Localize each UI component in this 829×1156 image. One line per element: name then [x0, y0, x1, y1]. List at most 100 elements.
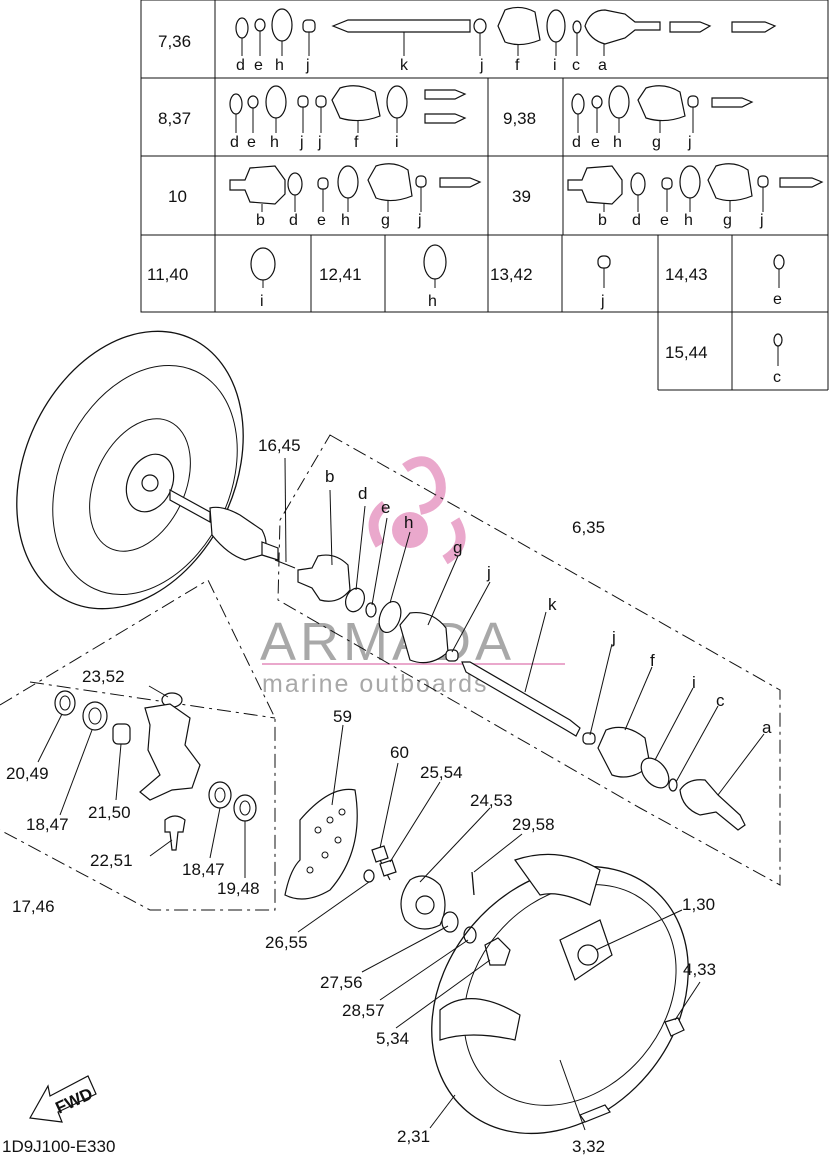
callout-29-58: 29,58 [512, 815, 555, 834]
part-letter: g [652, 134, 661, 151]
row3-right-letters: b d e h g j [598, 212, 764, 229]
part-letter: h [270, 134, 279, 151]
propeller-logo [368, 456, 466, 565]
callout-b: b [325, 467, 334, 486]
right-front-wheel [431, 853, 689, 1135]
left-front-wheel [16, 330, 244, 610]
seal-18-47 [82, 701, 108, 731]
boot-f [597, 726, 651, 778]
callout-24-53: 24,53 [470, 791, 513, 810]
washer-27-56 [441, 911, 459, 933]
cotter-pin-29-58 [471, 871, 475, 896]
part-letter: d [289, 212, 298, 229]
callout-j-2: j [611, 628, 616, 647]
wheel-nut-4-33 [664, 1017, 685, 1037]
callout-e: e [381, 498, 390, 517]
part-letter: e [317, 212, 326, 229]
circlip-d [344, 587, 366, 613]
kit-code-11-40: 11,40 [147, 265, 188, 284]
bearing-21-50 [112, 723, 131, 745]
washer-28-57 [463, 926, 477, 944]
part-letter: j [299, 134, 304, 151]
part-letter: f [354, 134, 359, 151]
part-letter: h [613, 134, 622, 151]
ball-joint-22-51 [164, 815, 186, 851]
callout-g: g [453, 538, 462, 557]
part-letter: h [684, 212, 693, 229]
part-letter: h [428, 293, 437, 310]
kit-code-39: 39 [512, 187, 531, 206]
boot-g [399, 611, 449, 664]
shaft-group-outline [277, 434, 781, 886]
part-letter: j [759, 212, 764, 229]
part-letter: e [660, 212, 669, 229]
callout-labels: 16,45 b d e h g j 6,35 k j f i c a 23,52… [6, 436, 772, 1156]
kit-code-12-41: 12,41 [319, 265, 362, 284]
band-clamp-h [423, 244, 447, 280]
callout-j-1: j [486, 563, 491, 582]
kit-code-14-43: 14,43 [665, 265, 708, 284]
callout-a: a [762, 718, 772, 737]
callout-16-45: 16,45 [258, 436, 301, 455]
callout-i: i [692, 673, 696, 692]
part-letter: d [236, 57, 245, 74]
callout-26-55: 26,55 [265, 933, 308, 952]
drive-shaft-explode [297, 554, 746, 831]
part-letter: d [632, 212, 641, 229]
callout-k: k [548, 595, 557, 614]
callout-18-47-b: 18,47 [182, 860, 225, 879]
part-letter: b [256, 212, 265, 229]
callout-25-54: 25,54 [420, 763, 463, 782]
callout-20-49: 20,49 [6, 764, 49, 783]
band-h-part [378, 600, 402, 634]
washer-26-55 [363, 869, 375, 883]
part-letter: i [260, 293, 264, 310]
callout-2-31: 2,31 [397, 1127, 430, 1146]
fwd-arrow-icon: FWD [29, 1075, 97, 1123]
band-clamp-i [250, 247, 276, 281]
clip-j-1 [445, 649, 459, 662]
kit-code-10: 10 [168, 187, 187, 206]
diagram-code: 1D9J100-E330 [2, 1137, 115, 1156]
seal-20-49 [54, 690, 76, 716]
row2-left-parts [229, 85, 467, 124]
part-letter: g [381, 212, 390, 229]
seal-18-47-b [208, 781, 232, 809]
kit-code-15-44: 15,44 [665, 343, 708, 362]
kit-code-7-36: 7,36 [158, 32, 191, 51]
callout-18-47-a: 18,47 [26, 815, 69, 834]
callout-17-46: 17,46 [12, 897, 55, 916]
part-letter: a [598, 57, 607, 74]
outer-joint-b [297, 554, 351, 602]
row3-left-parts [229, 163, 482, 205]
part-letter: j [317, 134, 322, 151]
shaft-k [461, 661, 581, 737]
part-letter: j [687, 134, 692, 151]
clip-j-2 [582, 732, 596, 745]
part-letter: e [591, 134, 600, 151]
part-letter: e [247, 134, 256, 151]
parts-table: 7,36 d e h j k j f i c a [140, 0, 829, 391]
knuckle-parts [54, 690, 257, 851]
row2-left-letters: d e h j j f i [230, 134, 399, 151]
callout-6-35: 6,35 [572, 518, 605, 537]
part-letter: b [598, 212, 607, 229]
clip-j [597, 255, 611, 269]
callout-d: d [358, 484, 367, 503]
bolt-25-54 [379, 859, 397, 877]
inner-joint-a [679, 779, 746, 831]
part-letter: e [773, 291, 782, 308]
part-letter: c [572, 57, 580, 74]
row1-letters: d e h j k j f i c a [236, 57, 607, 74]
callout-5-34: 5,34 [376, 1029, 409, 1048]
callout-21-50: 21,50 [88, 803, 131, 822]
kit-code-13-42: 13,42 [490, 265, 533, 284]
brake-disc-59 [284, 788, 358, 900]
part-letter: h [275, 57, 284, 74]
part-letter: j [305, 57, 310, 74]
part-letter: d [572, 134, 581, 151]
ring-c [773, 333, 783, 347]
part-letter: c [773, 369, 781, 386]
callout-59: 59 [333, 707, 352, 726]
